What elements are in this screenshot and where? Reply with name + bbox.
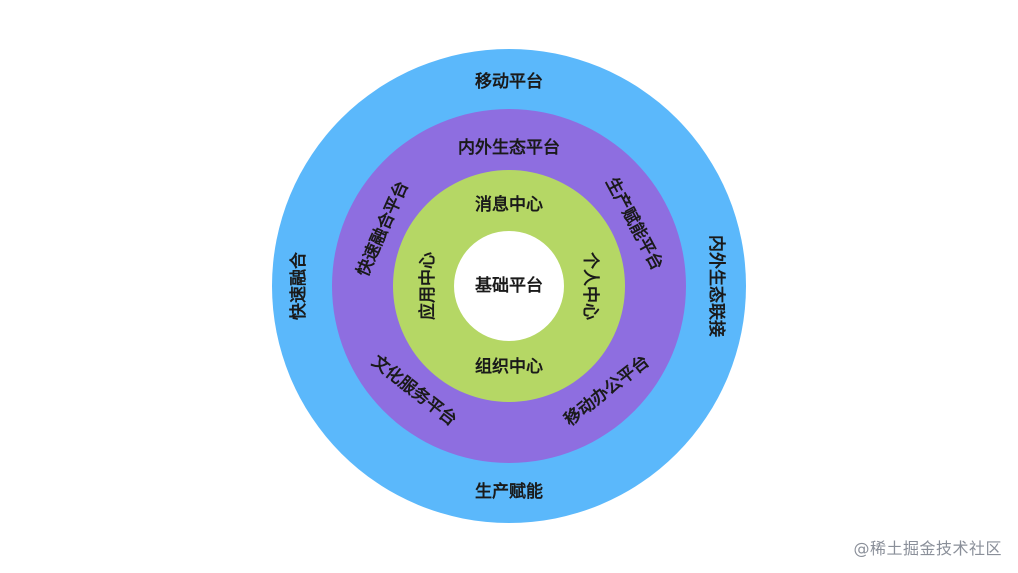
watermark-text: @稀土掘金技术社区	[853, 539, 1002, 558]
inner-label-bottom: 组织中心	[475, 356, 543, 377]
inner-label-right: 个人中心	[580, 251, 601, 320]
middle-label-top: 内外生态平台	[458, 137, 560, 158]
center-label: 基础平台	[474, 275, 543, 296]
outer-label-bottom: 生产赋能	[475, 481, 543, 502]
outer-label-top: 移动平台	[475, 71, 543, 92]
outer-label-right: 内外生态联接	[706, 235, 727, 337]
outer-label-left: 快速融合	[288, 251, 309, 320]
inner-label-top: 消息中心	[475, 194, 543, 215]
inner-label-left: 应用中心	[417, 252, 438, 320]
center-circle	[454, 231, 564, 341]
